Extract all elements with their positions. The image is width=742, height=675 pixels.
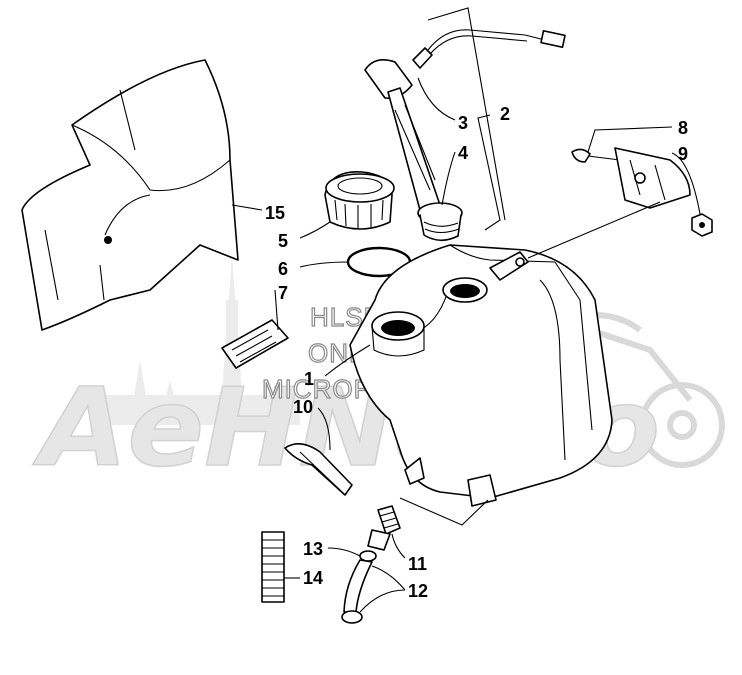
part-12-hose xyxy=(341,559,373,624)
callout-2: 2 xyxy=(500,104,510,124)
callout-15: 15 xyxy=(265,203,285,223)
callout-13: 13 xyxy=(303,539,323,559)
watermark-cityscape-icon xyxy=(100,255,300,425)
part-8-bolt-and-bracket xyxy=(571,147,691,209)
callout-7: 7 xyxy=(278,283,288,303)
callout-1: 1 xyxy=(304,369,314,389)
callout-4: 4 xyxy=(458,143,468,163)
part-5-fuel-cap xyxy=(324,171,395,230)
part-4-filler-neck xyxy=(417,202,463,242)
callout-3: 3 xyxy=(458,113,468,133)
leader-lines xyxy=(231,7,701,613)
callout-12: 12 xyxy=(408,581,428,601)
part-13-clamp xyxy=(359,550,377,562)
part-14-coil xyxy=(261,531,285,603)
part-7-decal xyxy=(221,319,289,369)
part-1-fuel-tank xyxy=(349,244,613,507)
part-11-fitting xyxy=(367,505,401,551)
callout-6: 6 xyxy=(278,259,288,279)
callouts: 1 2 3 4 5 6 7 8 9 10 11 12 13 14 15 xyxy=(265,104,688,601)
callout-8: 8 xyxy=(678,118,688,138)
callout-5: 5 xyxy=(278,231,288,251)
part-9-nut xyxy=(691,213,713,237)
part-15-heat-shield xyxy=(21,59,239,331)
callout-11: 11 xyxy=(408,554,427,574)
callout-10: 10 xyxy=(293,397,313,417)
callout-9: 9 xyxy=(678,144,688,164)
part-10-strap xyxy=(284,443,353,496)
callout-14: 14 xyxy=(303,568,323,588)
